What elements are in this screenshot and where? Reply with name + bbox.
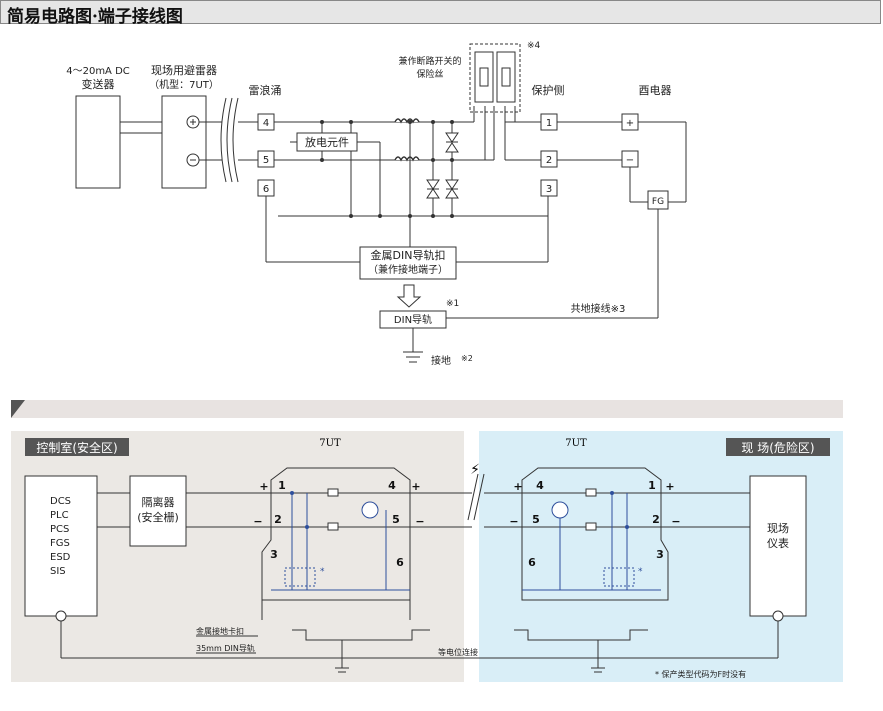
down-arrow-icon: [396, 284, 422, 308]
surge-side-label: 雷浪涌: [249, 83, 282, 97]
relay-label: 酉电器: [639, 84, 672, 97]
left-term-3: 3: [270, 548, 278, 561]
left-plus-a: +: [259, 480, 268, 493]
ground-terminal-icon: [55, 610, 67, 622]
terminal-1-label: 1: [546, 118, 552, 129]
left-term-4: 4: [388, 479, 396, 492]
field-instrument-label-2: 仪表: [767, 536, 789, 550]
ground-terminal-icon: [772, 610, 784, 622]
transmitter-label-2: 变送器: [82, 77, 115, 91]
hazard-zone-tag: [726, 438, 830, 456]
system-5: ESD: [50, 552, 71, 563]
diode-icon: [445, 132, 459, 153]
isolator-label-1: 隔离器: [142, 495, 175, 509]
right-term-5: 5: [532, 513, 540, 526]
device-housing-right: [521, 467, 669, 601]
safe-zone-tag: [25, 438, 129, 456]
common-ground-label: 共地接线※3: [571, 302, 626, 315]
transmitter-label-1: 4～20mA DC: [66, 66, 130, 77]
arrester-box: [161, 95, 207, 189]
left-plus-b: +: [411, 480, 420, 493]
star-left: *: [320, 567, 325, 577]
lightning-icon: ⚡: [470, 462, 480, 478]
terminal-4-label: 4: [263, 118, 269, 129]
title-bar: 简易电路图·端子接线图: [0, 0, 881, 27]
section-banner: [11, 400, 843, 418]
left-term-5: 5: [392, 513, 400, 526]
left-term-2: 2: [274, 513, 282, 526]
din-rail-label: DIN导轨: [394, 313, 432, 326]
model-left: 7UT: [319, 438, 341, 449]
model-right: 7UT: [565, 438, 587, 449]
terminal-5: [257, 150, 275, 168]
din-clip-label-1: 金属DIN导轨扣: [371, 248, 446, 262]
right-minus-b: −: [671, 515, 680, 528]
protect-side-label: 保护侧: [532, 83, 565, 97]
right-plus-a: +: [513, 480, 522, 493]
right-term-2: 2: [652, 513, 660, 526]
system-6: SIS: [50, 566, 66, 577]
inductor-icon: [394, 156, 420, 162]
note2: ※2: [461, 354, 473, 363]
cable-break-icon: [220, 97, 227, 183]
fg-label: FG: [652, 197, 664, 207]
ground-label: 接地: [431, 354, 451, 367]
right-term-3: 3: [656, 548, 664, 561]
safe-zone-label: 控制室(安全区): [36, 440, 117, 455]
arrester-label-1: 现场用避雷器: [151, 63, 217, 77]
left-term-6: 6: [396, 556, 404, 569]
terminal-3: [540, 179, 558, 197]
inductor-icon: [394, 118, 420, 124]
system-3: PCS: [50, 524, 69, 535]
system-1: DCS: [50, 496, 71, 507]
field-instrument-box: [749, 475, 807, 617]
star-right: *: [638, 567, 643, 577]
fuse-housing: [469, 43, 521, 113]
system-2: PLC: [50, 510, 69, 521]
equipotential-label: 等电位连接: [438, 647, 478, 657]
terminal-5-label: 5: [263, 155, 269, 166]
metal-clip-label: 金属接地卡扣: [196, 626, 244, 636]
relay-minus-label: −: [626, 155, 634, 166]
field-instrument-label-1: 现场: [767, 521, 789, 535]
din35-label: 35mm DIN导轨: [196, 643, 255, 653]
right-term-4: 4: [536, 479, 544, 492]
left-minus-a: −: [253, 515, 262, 528]
right-minus-a: −: [509, 515, 518, 528]
isolator-label-2: (安全栅): [137, 510, 179, 524]
din-clip-label-2: （兼作接地端子）: [368, 263, 448, 276]
isolator-box: [129, 475, 187, 547]
terminal-2: [540, 150, 558, 168]
footnote: * 保产类型代码为F时没有: [655, 669, 746, 679]
right-term-1: 1: [648, 479, 656, 492]
din-rail-right: [514, 629, 648, 641]
terminal-6-label: 6: [263, 184, 269, 195]
terminal-2-label: 2: [546, 155, 552, 166]
fuse-label-2: 保险丝: [416, 68, 443, 80]
right-term-6: 6: [528, 556, 536, 569]
din-rail-left: [292, 629, 430, 641]
system-4: FGS: [50, 538, 70, 549]
discharge-element-label: 放电元件: [305, 135, 349, 149]
left-minus-b: −: [415, 515, 424, 528]
left-term-1: 1: [278, 479, 286, 492]
terminal-3-label: 3: [546, 184, 552, 195]
fuse-label-1: 兼作断路开关的: [398, 55, 461, 67]
arrester-label-2: （机型：7UT）: [149, 78, 219, 91]
control-system-box: [24, 475, 98, 617]
note1: ※1: [446, 299, 459, 309]
right-plus-b: +: [665, 480, 674, 493]
din-clip-box: [359, 246, 457, 280]
transmitter-box: [75, 95, 121, 189]
note4: ※4: [527, 41, 541, 51]
relay-plus-label: +: [626, 118, 634, 129]
hazard-zone-label: 现 场(危险区): [741, 440, 814, 455]
page-title: 简易电路图·端子接线图: [7, 7, 183, 27]
